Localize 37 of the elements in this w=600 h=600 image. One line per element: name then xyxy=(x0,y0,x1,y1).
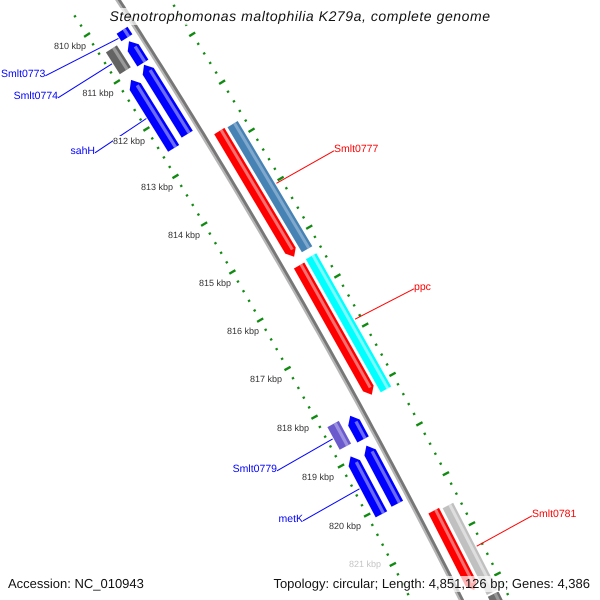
scale-label: 811 kbp xyxy=(82,88,114,99)
gene-feature xyxy=(306,253,392,392)
leader-line xyxy=(354,288,414,320)
scale-label: 815 kbp xyxy=(198,278,232,289)
leader-line xyxy=(94,118,147,154)
scale-label: 812 kbp xyxy=(112,136,146,147)
scale-label: 821 kbp xyxy=(348,559,382,570)
scale-label: 816 kbp xyxy=(226,326,260,337)
gene-label: ppc xyxy=(414,281,431,294)
gene-feature xyxy=(327,420,352,450)
scale-label: 820 kbp xyxy=(328,521,362,532)
scale-label: 810 kbp xyxy=(54,41,86,52)
gene-feature xyxy=(228,121,312,252)
gene-label: Smlt0779 xyxy=(232,463,277,476)
accession-text: Accession: NC_010943 xyxy=(8,576,144,592)
leader-line xyxy=(276,150,334,184)
scale-label: 819 kbp xyxy=(302,472,334,483)
gene-label: Smlt0774 xyxy=(14,90,58,103)
gene-label: Smlt0781 xyxy=(532,508,576,521)
scale-label: 814 kbp xyxy=(168,230,200,241)
leader-line xyxy=(476,515,532,547)
genome-stats-text: Topology: circular; Length: 4,851,126 bp; Genes: 4,386 xyxy=(273,576,590,592)
gene-feature xyxy=(348,456,388,518)
gene-label: sahH xyxy=(70,145,95,158)
gene-label: Smlt0777 xyxy=(334,143,378,156)
scale-label: 818 kbp xyxy=(276,423,310,434)
scale-label: 813 kbp xyxy=(140,182,174,193)
leader-line xyxy=(58,63,113,98)
leader-line xyxy=(44,38,119,76)
gene-label: metK xyxy=(278,513,303,526)
gene-feature xyxy=(106,45,131,74)
leader-line xyxy=(302,488,360,522)
gene-feature xyxy=(130,80,180,152)
scale-label: 817 kbp xyxy=(250,374,282,385)
leader-line xyxy=(276,438,334,472)
gene-feature xyxy=(116,26,132,42)
gene-label: Smlt0773 xyxy=(1,68,46,81)
